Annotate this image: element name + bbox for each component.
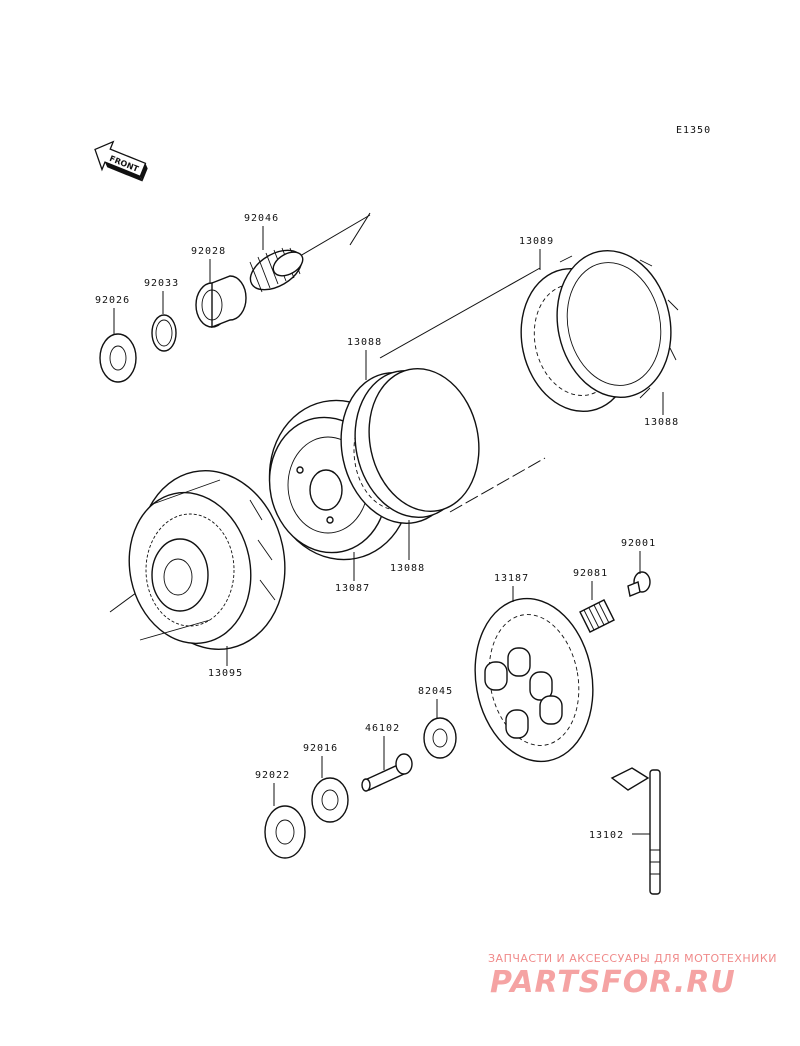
washer-92022	[264, 805, 306, 859]
ball-bearing-82045	[423, 717, 457, 759]
needle-bearing-92046	[249, 247, 304, 293]
callout-13095: 13095	[208, 668, 243, 679]
nut-92016	[311, 777, 349, 823]
callout-92026: 92026	[95, 295, 130, 306]
callout-13088-right: 13088	[644, 417, 679, 428]
callout-82045: 82045	[418, 686, 453, 697]
spring-92081	[579, 599, 615, 633]
callout-92016: 92016	[303, 743, 338, 754]
callout-13089: 13089	[519, 236, 554, 247]
bolt-92001	[627, 571, 651, 597]
callout-92028: 92028	[191, 246, 226, 257]
diagram-code: E1350	[676, 125, 711, 136]
friction-plate-13088	[556, 249, 679, 399]
callout-46102: 46102	[365, 723, 400, 734]
callout-labels: 92046 92028 92033 92026 13089 13088 1308…	[95, 213, 679, 841]
release-shaft-13102	[610, 767, 661, 895]
circlip-92033	[151, 314, 177, 352]
callout-13187: 13187	[494, 573, 529, 584]
watermark-brand: PARTSFOR.RU	[490, 965, 736, 1000]
clutch-housing-13095	[128, 470, 286, 650]
collar-92028	[195, 275, 247, 329]
pressure-plate-13187	[474, 597, 594, 763]
watermark: ЗАПЧАСТИ И АКСЕССУАРЫ ДЛЯ МОТОТЕХНИКИ PA…	[488, 952, 777, 1000]
callout-92001: 92001	[621, 538, 656, 549]
callout-13088-bottom: 13088	[390, 563, 425, 574]
callout-92081: 92081	[573, 568, 608, 579]
friction-plate-stack-13088	[340, 367, 480, 525]
callout-13087: 13087	[335, 583, 370, 594]
callout-92022: 92022	[255, 770, 290, 781]
callout-92046: 92046	[244, 213, 279, 224]
watermark-subtitle: ЗАПЧАСТИ И АКСЕССУАРЫ ДЛЯ МОТОТЕХНИКИ	[488, 952, 777, 965]
callout-13088-top: 13088	[347, 337, 382, 348]
callout-92033: 92033	[144, 278, 179, 289]
pushrod-46102	[361, 753, 413, 792]
washer-92026	[99, 333, 137, 383]
callout-13102: 13102	[589, 830, 624, 841]
assembly-axis-lines	[109, 212, 546, 613]
front-arrow-icon: FRONT	[94, 140, 148, 182]
